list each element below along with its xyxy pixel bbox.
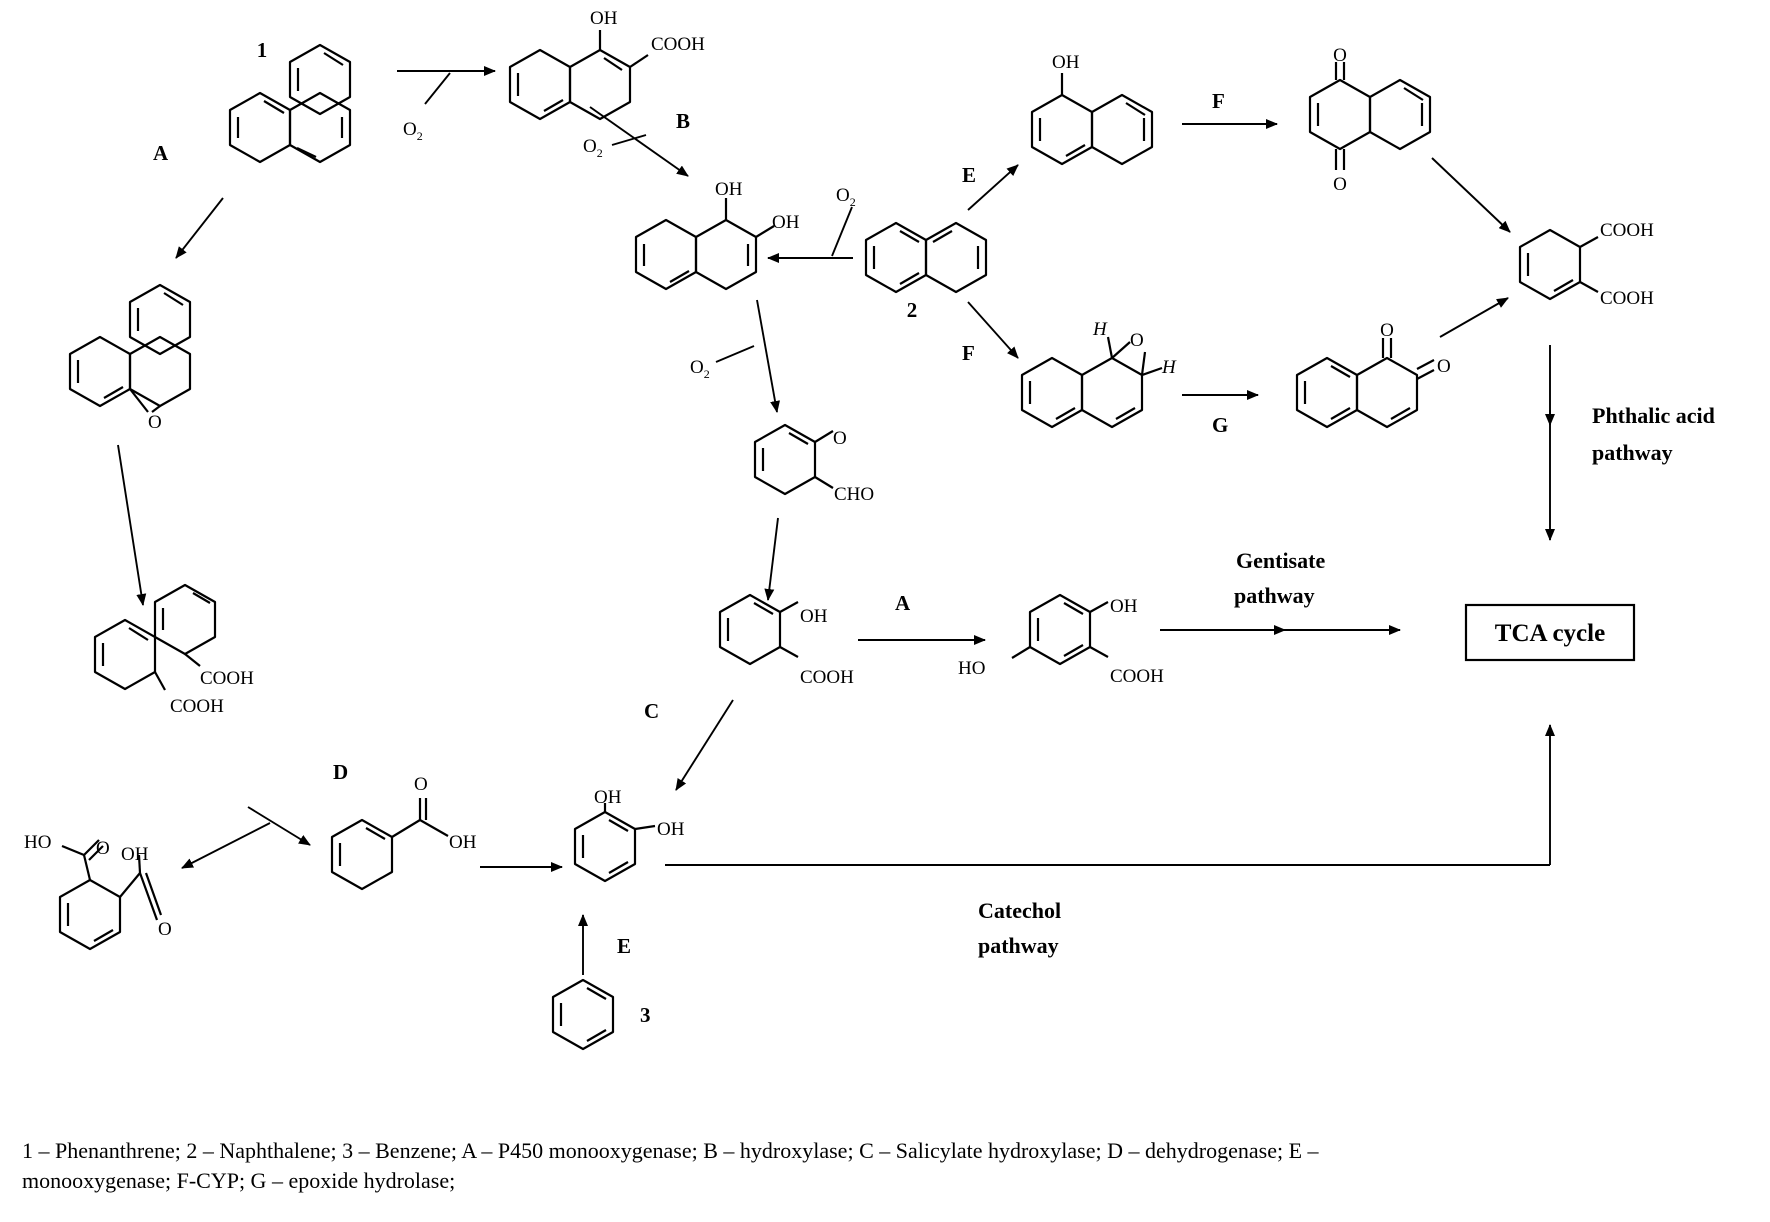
enzyme-label-c: C	[644, 699, 659, 723]
cooh-label: COOH	[1110, 666, 1164, 687]
o-label: O	[1333, 45, 1347, 66]
phenanthrene-structure	[228, 43, 352, 164]
ho-label: HO	[24, 832, 51, 853]
enzyme-label-e: E	[962, 163, 976, 187]
dicarboxylic-acid-structure	[58, 839, 163, 951]
gentisate-pathway-label: pathway	[1234, 583, 1315, 608]
enzyme-label-g: G	[1212, 413, 1228, 437]
oh-label: OH	[1110, 596, 1138, 617]
o-label: O	[1333, 174, 1347, 195]
enzyme-label-b: B	[676, 109, 690, 133]
oh-label: OH	[121, 844, 149, 865]
benzene-structure	[551, 978, 615, 1051]
catechol-structure	[573, 803, 656, 883]
legend-line: 1 – Phenanthrene; 2 – Naphthalene; 3 – B…	[22, 1138, 1319, 1163]
enzyme-label-a: A	[153, 141, 169, 165]
cooh-label: COOH	[200, 668, 254, 689]
oh-label: OH	[657, 819, 685, 840]
oh-label: OH	[800, 606, 828, 627]
o-label: O	[1437, 356, 1451, 377]
phenanthrene-oxide-structure	[68, 283, 192, 413]
enzyme-label-d: D	[333, 760, 348, 784]
o-label: O	[414, 774, 428, 795]
compound-number-benzene: 3	[640, 1003, 651, 1027]
cooh-label: COOH	[1600, 220, 1654, 241]
reaction-arrows	[117, 66, 1555, 975]
tca-cycle-label: TCA cycle	[1495, 620, 1605, 647]
benzoic-acid-structure	[330, 798, 449, 891]
o-label: O	[1380, 320, 1394, 341]
enzyme-label-e: E	[617, 934, 631, 958]
cooh-label: COOH	[170, 696, 224, 717]
naphthol-structure	[1030, 73, 1154, 166]
o2-label: O2	[403, 119, 423, 143]
hydroxy-benzaldehyde-structure	[753, 423, 834, 496]
enzyme-label-f: F	[1212, 89, 1225, 113]
cooh-label: COOH	[800, 667, 854, 688]
diphenic-acid-structure	[93, 583, 217, 691]
gentisic-acid-structure	[1011, 593, 1109, 666]
o-label: O	[148, 412, 162, 433]
naphthalene-structure	[864, 221, 988, 294]
compound-number-phenanthrene: 1	[257, 38, 268, 62]
catechol-pathway-label: pathway	[978, 933, 1059, 958]
figure-legend: 1 – Phenanthrene; 2 – Naphthalene; 3 – B…	[22, 1136, 1722, 1196]
o-label: O	[158, 919, 172, 940]
o-label: O	[833, 428, 847, 449]
o2-label: O2	[583, 136, 603, 160]
ho-label: HO	[958, 658, 985, 679]
enzyme-label-a: A	[895, 591, 911, 615]
compound-number-naphthalene: 2	[907, 298, 918, 322]
oh-label: OH	[449, 832, 477, 853]
naphthoquinone-structure	[1308, 62, 1432, 170]
oh-label: OH	[1052, 52, 1080, 73]
tca-cycle-box	[1464, 603, 1636, 662]
catechol-pathway-label: Catechol	[978, 898, 1061, 923]
phthalic-acid-pathway-label: Phthalic acid	[1592, 403, 1715, 428]
legend-line: monooxygenase; F-CYP; G – epoxide hydrol…	[22, 1168, 456, 1193]
cooh-label: COOH	[651, 34, 705, 55]
oh-label: OH	[772, 212, 800, 233]
oh-label: OH	[594, 787, 622, 808]
dihydroxynaphthalene-structure	[634, 198, 775, 291]
hydroxy-naphthoic-acid-structure	[508, 30, 649, 121]
h-label: H	[1161, 357, 1177, 378]
phthalic-acid-structure	[1518, 228, 1599, 301]
cooh-label: COOH	[1600, 288, 1654, 309]
h-label: H	[1092, 319, 1108, 340]
oh-label: OH	[715, 179, 743, 200]
enzyme-label-f: F	[962, 341, 975, 365]
salicylic-acid-structure	[718, 593, 799, 666]
ortho-naphthoquinone-structure	[1295, 338, 1435, 429]
naphthalene-epoxide-structure	[1020, 336, 1163, 429]
gentisate-pathway-label: Gentisate	[1236, 548, 1325, 573]
o-label: O	[1130, 330, 1144, 351]
oh-label: OH	[590, 8, 618, 29]
o2-label: O2	[690, 357, 710, 381]
o2-label: O2	[836, 185, 856, 209]
o-label: O	[96, 838, 110, 859]
phthalic-acid-pathway-label: pathway	[1592, 440, 1673, 465]
cho-label: CHO	[834, 484, 874, 505]
